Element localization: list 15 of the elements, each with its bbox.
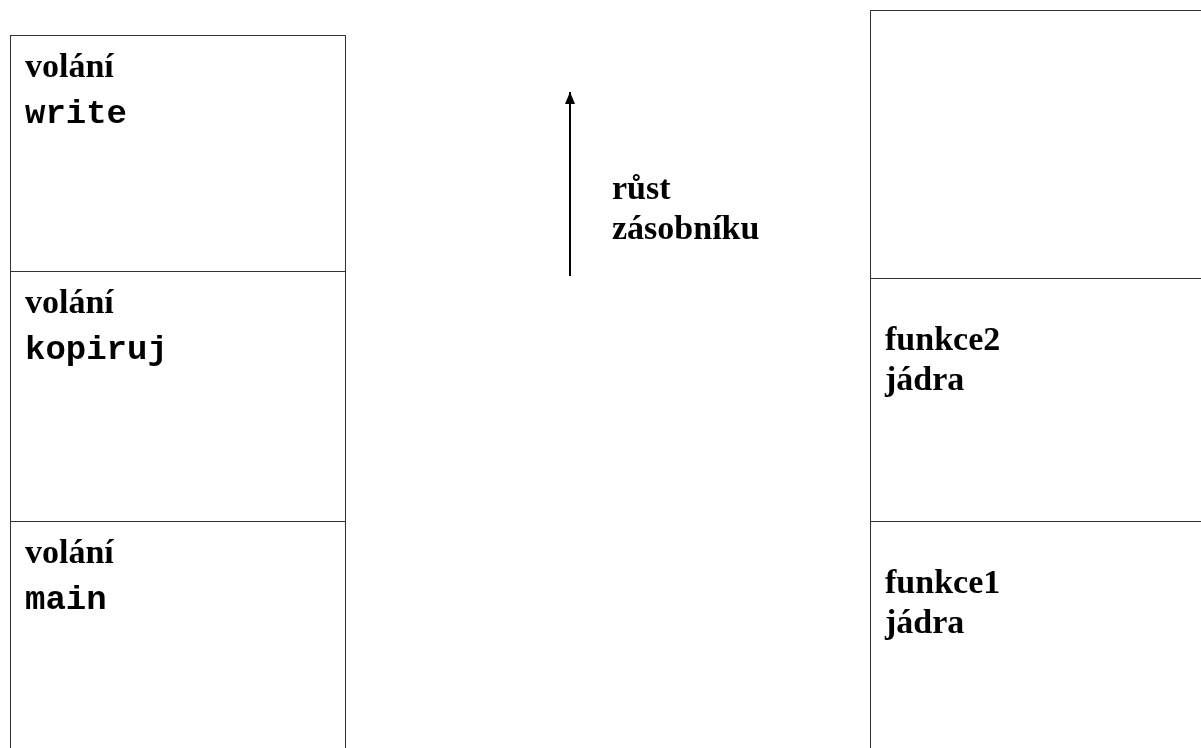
function-name: write	[25, 94, 128, 134]
frame-title: volání	[25, 46, 114, 86]
direction-label: růst zásobníku	[612, 168, 761, 248]
stack-frame-box	[870, 278, 1201, 521]
empty-stack-frame-box	[870, 10, 1201, 278]
stack-frame-box	[10, 521, 346, 748]
frame-title: volání	[25, 532, 114, 572]
stack-frame-box	[870, 521, 1201, 748]
function-name: kopiruj	[25, 330, 168, 370]
stack-frame-box	[10, 35, 346, 271]
frame-title: funkce1 jádra	[885, 562, 1002, 642]
function-name: main	[25, 580, 107, 620]
frame-title: volání	[25, 282, 114, 322]
stack-frame-box	[10, 271, 346, 521]
frame-title: funkce2 jádra	[885, 319, 1002, 399]
